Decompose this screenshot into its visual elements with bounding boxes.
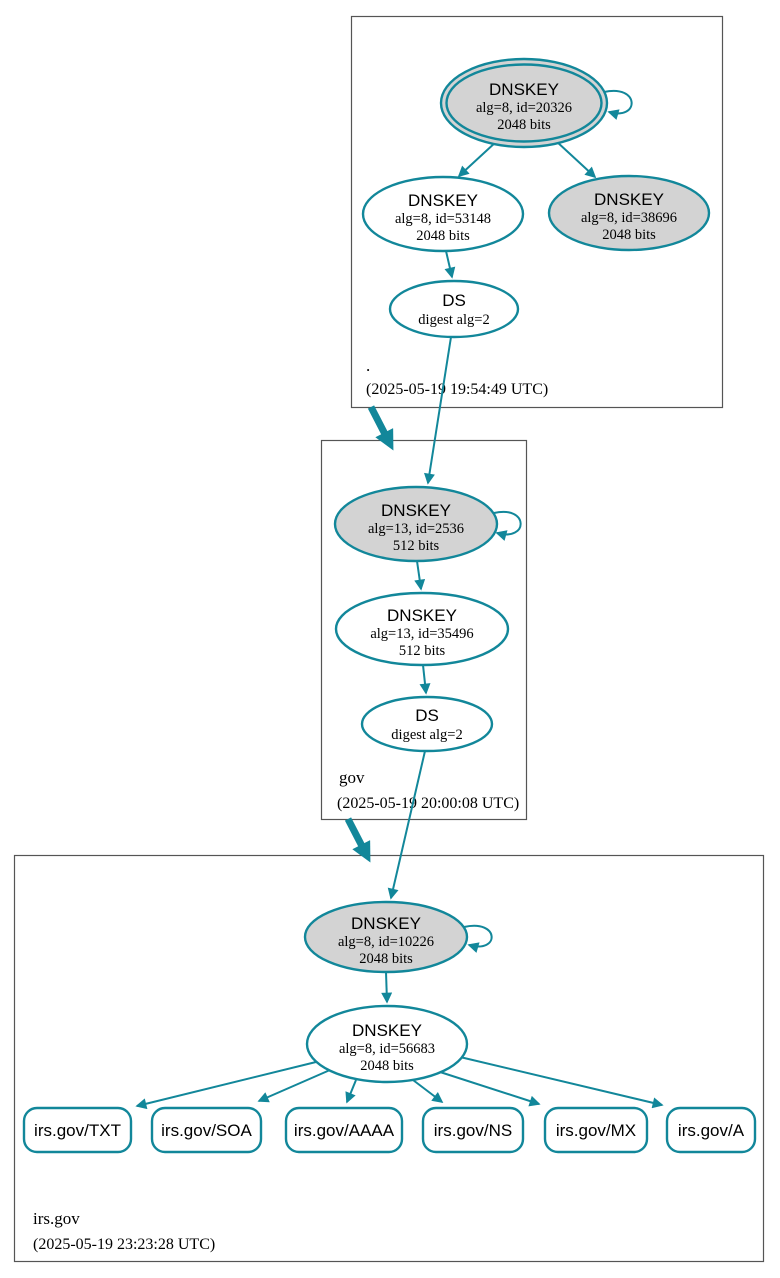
node-gov-dnskey-zsk-35496[interactable]: DNSKEY alg=13, id=35496 512 bits [334, 591, 510, 667]
dnskey-type-label: DNSKEY [387, 606, 457, 625]
rrset-box [150, 1106, 263, 1154]
ds-digest-alg: digest alg=2 [418, 312, 489, 328]
ds-type-label: DS [442, 291, 466, 310]
edge-root-ksk-to-zsk [457, 140, 498, 178]
rrset-irs-gov-txt[interactable]: irs.gov/TXT [22, 1106, 133, 1154]
dnskey-bits: 512 bits [393, 538, 440, 554]
edge-trust-chain-gov-to-irs [344, 817, 371, 863]
zone-label-root: . [366, 356, 370, 375]
node-irs-dnskey-zsk-56683[interactable]: DNSKEY alg=8, id=56683 2048 bits [305, 1004, 469, 1084]
edge-root-ksk-selfsign-loop [603, 89, 633, 120]
edge-gov-ksk-selfsign-loop [493, 510, 522, 541]
rrset-label: irs.gov/TXT [34, 1121, 121, 1140]
dnskey-type-label: DNSKEY [408, 191, 478, 210]
dnskey-type-label: DNSKEY [381, 501, 451, 520]
dnskey-bits: 2048 bits [497, 117, 551, 133]
edge-irs-zsk-to-txt [135, 1061, 317, 1110]
dnskey-alg-id: alg=8, id=20326 [476, 100, 572, 116]
ds-digest-alg: digest alg=2 [391, 727, 462, 743]
dnskey-ellipse [333, 485, 499, 563]
dnskey-ellipse [334, 591, 510, 667]
dnskey-bits: 2048 bits [602, 227, 656, 243]
rrset-irs-gov-aaaa[interactable]: irs.gov/AAAA [284, 1106, 404, 1154]
rrset-label: irs.gov/A [678, 1121, 745, 1140]
dnskey-alg-id: alg=13, id=2536 [368, 521, 464, 537]
dnskey-bits: 2048 bits [360, 1058, 414, 1074]
dnskey-type-label: DNSKEY [489, 80, 559, 99]
edge-irs-ksk-selfsign-loop [463, 924, 493, 953]
zone-timestamp-irs-gov: (2025-05-19 23:23:28 UTC) [33, 1236, 215, 1253]
zone-timestamp-root: (2025-05-19 19:54:49 UTC) [366, 381, 548, 398]
edge-root-ds-to-gov-ksk [424, 336, 452, 485]
dnskey-ellipse [305, 1004, 469, 1084]
rrset-box [284, 1106, 404, 1154]
dnskey-type-label: DNSKEY [352, 1021, 422, 1040]
ds-ellipse [360, 695, 494, 753]
zone-timestamp-gov: (2025-05-19 20:00:08 UTC) [337, 795, 519, 812]
edge-root-ksk-to-standby [555, 140, 597, 179]
rrset-label: irs.gov/NS [434, 1121, 512, 1140]
rrset-box [665, 1106, 757, 1154]
edge-irs-zsk-to-ns [412, 1079, 444, 1103]
dnskey-ellipse [361, 175, 525, 253]
edge-gov-ksk-to-zsk [414, 560, 426, 591]
dnskey-bits: 2048 bits [359, 951, 413, 967]
edge-irs-zsk-to-a [459, 1056, 664, 1109]
dnskey-alg-id: alg=8, id=10226 [338, 934, 434, 950]
zone-label-irs-gov: irs.gov [33, 1209, 80, 1228]
edge-irs-zsk-to-soa [257, 1069, 331, 1103]
edge-irs-zsk-to-mx [439, 1071, 541, 1107]
rrset-irs-gov-ns[interactable]: irs.gov/NS [421, 1106, 525, 1154]
rrset-label: irs.gov/MX [556, 1121, 636, 1140]
dnskey-alg-id: alg=8, id=38696 [581, 210, 677, 226]
node-gov-ds[interactable]: DS digest alg=2 [360, 695, 494, 753]
rrset-box [543, 1106, 649, 1154]
node-root-dnskey-standby-38696[interactable]: DNSKEY alg=8, id=38696 2048 bits [547, 174, 711, 252]
dnskey-ellipse [547, 174, 711, 252]
dnskey-ellipse [303, 900, 469, 974]
zone-label-gov: gov [339, 768, 365, 787]
edge-gov-zsk-to-ds [419, 664, 431, 695]
edge-irs-zsk-to-aaaa [345, 1079, 357, 1104]
ds-type-label: DS [415, 706, 439, 725]
dnskey-inner-ellipse [445, 63, 603, 143]
node-gov-dnskey-ksk-2536[interactable]: DNSKEY alg=13, id=2536 512 bits [333, 485, 499, 563]
rrset-irs-gov-soa[interactable]: irs.gov/SOA [150, 1106, 263, 1154]
edge-trust-chain-root-to-gov [367, 405, 394, 451]
rrset-box [22, 1106, 133, 1154]
rrset-box [421, 1106, 525, 1154]
dnskey-outer-ellipse [439, 57, 609, 149]
node-root-dnskey-ksk-20326[interactable]: DNSKEY alg=8, id=20326 2048 bits [439, 57, 609, 149]
rrset-irs-gov-mx[interactable]: irs.gov/MX [543, 1106, 649, 1154]
rrset-label: irs.gov/SOA [161, 1121, 252, 1140]
rrset-label: irs.gov/AAAA [294, 1121, 395, 1140]
dnskey-bits: 512 bits [399, 643, 446, 659]
dnskey-type-label: DNSKEY [594, 190, 664, 209]
node-root-ds[interactable]: DS digest alg=2 [388, 279, 520, 339]
dnskey-alg-id: alg=13, id=35496 [370, 626, 473, 642]
dnskey-bits: 2048 bits [416, 228, 470, 244]
edge-gov-ds-to-irs-ksk [387, 750, 426, 900]
dnskey-alg-id: alg=8, id=53148 [395, 211, 491, 227]
node-root-dnskey-zsk-53148[interactable]: DNSKEY alg=8, id=53148 2048 bits [361, 175, 525, 253]
rrset-irs-gov-a[interactable]: irs.gov/A [665, 1106, 757, 1154]
dnskey-alg-id: alg=8, id=56683 [339, 1041, 435, 1057]
edge-root-zsk-to-ds [444, 250, 456, 279]
ds-ellipse [388, 279, 520, 339]
dnskey-type-label: DNSKEY [351, 914, 421, 933]
edge-irs-ksk-to-zsk [381, 971, 393, 1004]
node-irs-dnskey-ksk-10226[interactable]: DNSKEY alg=8, id=10226 2048 bits [303, 900, 469, 974]
